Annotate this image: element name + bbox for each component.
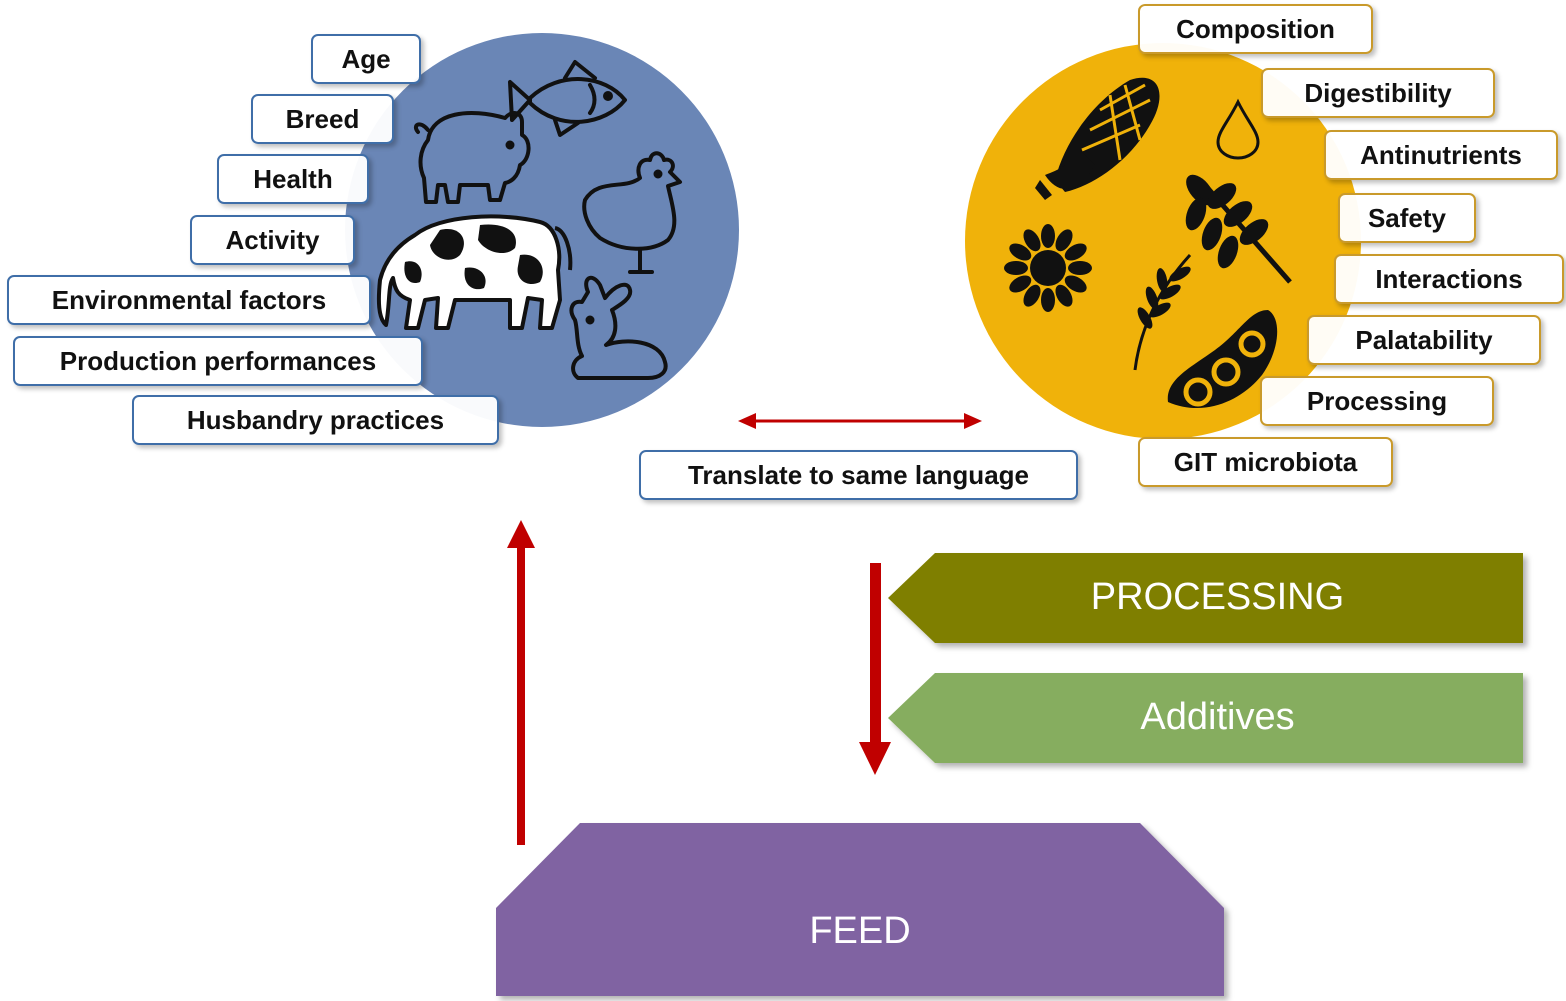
- pig-icon: [413, 111, 531, 204]
- sunflower-icon: [1004, 224, 1092, 312]
- feed-block: [496, 823, 1224, 996]
- feed-factor-palatability: Palatability: [1307, 315, 1541, 365]
- feed-factor-interactions: Interactions: [1334, 254, 1564, 304]
- soybean-icon: [1167, 310, 1278, 409]
- water-drop-icon: [1216, 98, 1260, 160]
- wheat-icon: [1185, 174, 1292, 284]
- animal-factor-husbandry: Husbandry practices: [132, 395, 499, 445]
- feed-factor-antinutrients: Antinutrients: [1324, 130, 1558, 180]
- cow-icon: [376, 214, 573, 330]
- feed-factor-safety: Safety: [1338, 193, 1476, 243]
- additives-banner: [888, 673, 1523, 763]
- double-arrow: [738, 413, 982, 429]
- feed-factor-processing: Processing: [1260, 376, 1494, 426]
- translate-label: Translate to same language: [639, 450, 1078, 500]
- chicken-icon: [582, 151, 682, 274]
- feed-factor-digestibility: Digestibility: [1261, 68, 1495, 118]
- feed-factor-composition: Composition: [1138, 4, 1373, 54]
- up-arrow: [507, 520, 535, 845]
- additives-label: Additives: [1140, 696, 1295, 738]
- corn-icon: [1035, 77, 1160, 200]
- fish-icon: [508, 60, 627, 137]
- animal-factor-health: Health: [217, 154, 369, 204]
- barley-icon: [1133, 253, 1192, 371]
- animal-factor-age: Age: [311, 34, 421, 84]
- rabbit-icon: [569, 275, 668, 380]
- animal-factor-activity: Activity: [190, 215, 355, 265]
- feed-factor-git-microbiota: GIT microbiota: [1138, 437, 1393, 487]
- processing-label: PROCESSING: [1090, 576, 1345, 618]
- processing-banner: [888, 553, 1523, 643]
- animal-factor-production: Production performances: [13, 336, 423, 386]
- down-arrow: [859, 563, 891, 775]
- animal-factor-breed: Breed: [251, 94, 394, 144]
- animal-factor-environmental: Environmental factors: [7, 275, 371, 325]
- feed-label: FEED: [809, 910, 911, 952]
